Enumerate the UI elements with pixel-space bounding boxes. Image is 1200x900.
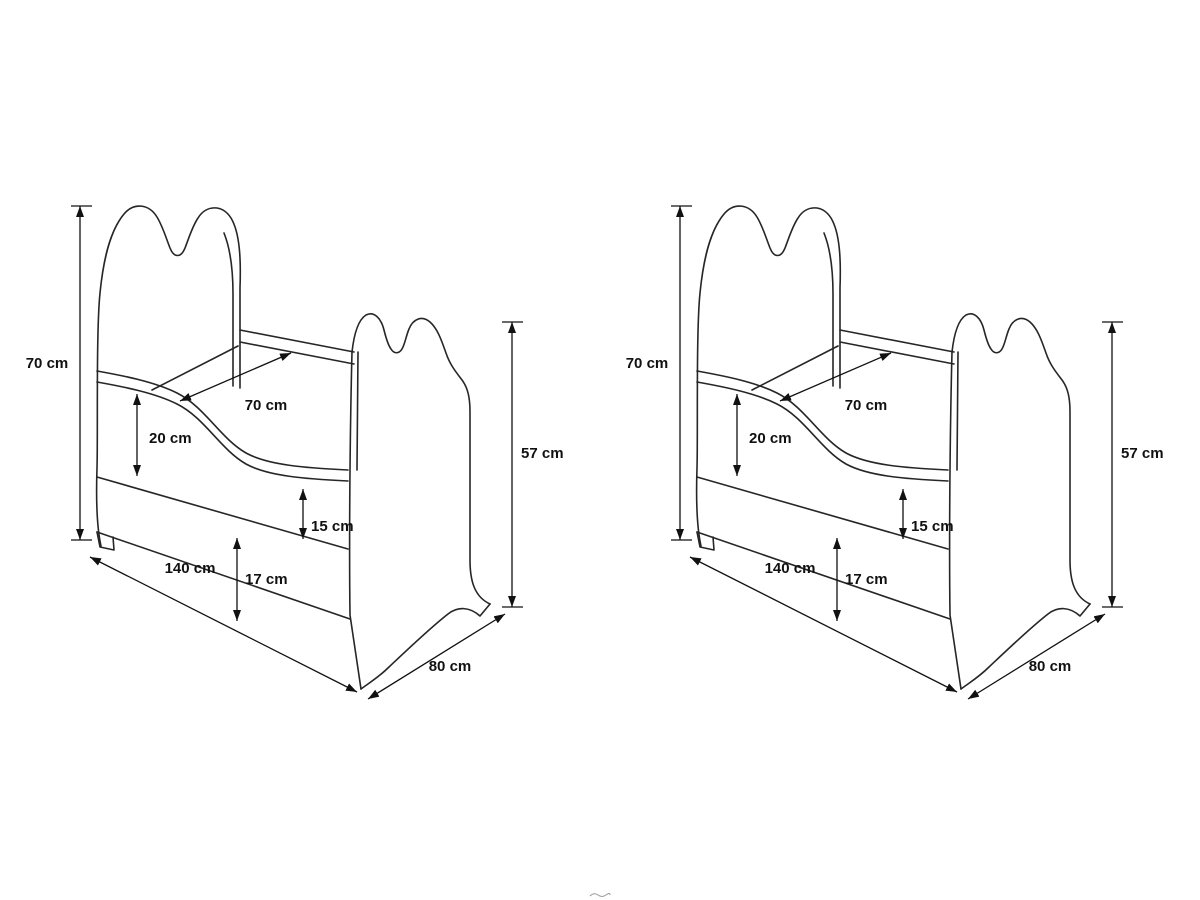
- dim-label-footboard-height: 57 cm: [521, 445, 564, 462]
- dim-label-mattress-width: 70 cm: [245, 397, 288, 414]
- bed-dimension-diagram-left: 70 cm 20 cm 70 cm 15 cm 17 cm 140 cm 80 …: [26, 0, 564, 900]
- bottom-center-mark: [589, 893, 611, 897]
- dim-label-length: 140 cm: [165, 560, 216, 577]
- dim-label-rail-height: 20 cm: [149, 430, 192, 447]
- dim-label-panel-height: 15 cm: [311, 518, 354, 535]
- dim-label-panel-height: 15 cm: [911, 518, 954, 535]
- dim-label-width: 80 cm: [429, 658, 472, 675]
- dim-label-clearance: 17 cm: [845, 571, 888, 588]
- bed-dimension-diagram-right: 70 cm 20 cm 70 cm 15 cm 17 cm 140 cm 80 …: [626, 0, 1164, 900]
- dim-label-clearance: 17 cm: [245, 571, 288, 588]
- dim-label-footboard-height: 57 cm: [1121, 445, 1164, 462]
- dim-label-mattress-width: 70 cm: [845, 397, 888, 414]
- dim-label-headboard-height: 70 cm: [626, 355, 669, 372]
- dimension-labels-left: 70 cm 20 cm 70 cm 15 cm 17 cm 140 cm 80 …: [26, 355, 564, 675]
- dim-label-width: 80 cm: [1029, 658, 1072, 675]
- dim-label-headboard-height: 70 cm: [26, 355, 69, 372]
- dim-label-rail-height: 20 cm: [749, 430, 792, 447]
- dimension-labels-right: 70 cm 20 cm 70 cm 15 cm 17 cm 140 cm 80 …: [626, 355, 1164, 675]
- dim-label-length: 140 cm: [765, 560, 816, 577]
